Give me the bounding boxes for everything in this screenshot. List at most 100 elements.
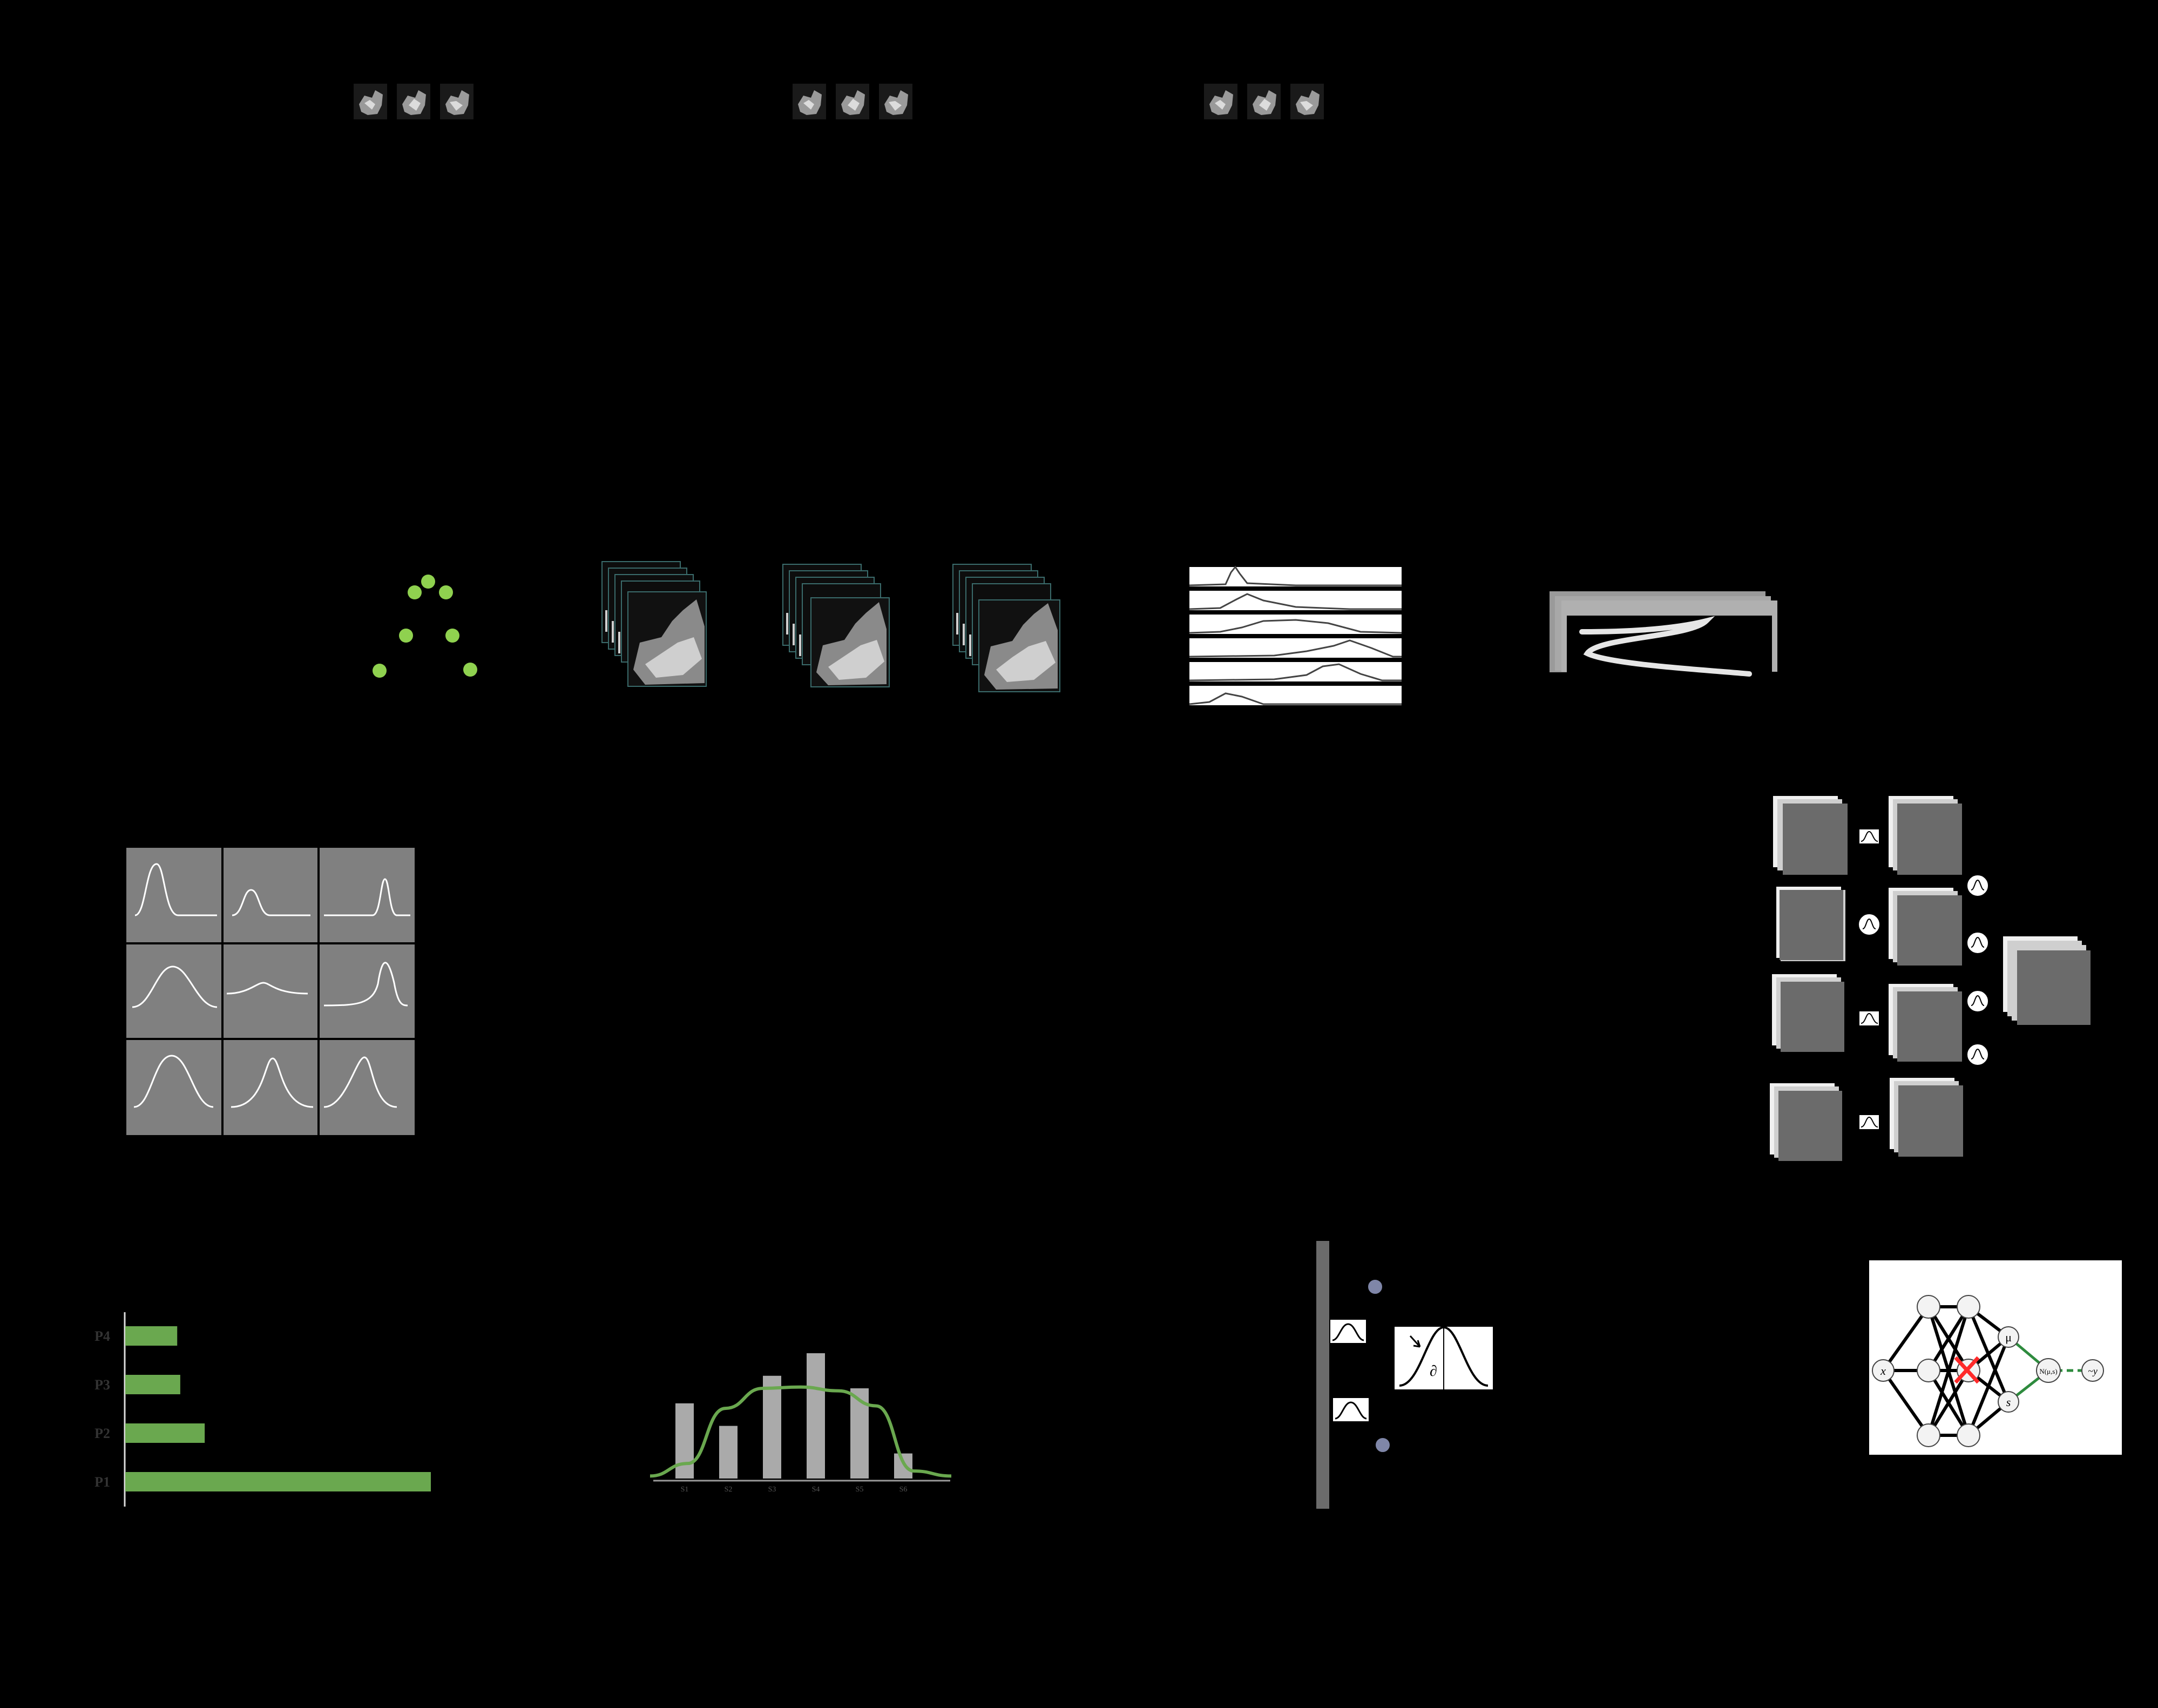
image-stack-1 xyxy=(601,561,707,687)
histogram-strip xyxy=(1189,638,1402,658)
image-thumbnail xyxy=(879,84,912,119)
thumbnail-group-1 xyxy=(354,84,473,119)
image-thumbnail xyxy=(1204,84,1237,119)
activation-node xyxy=(1966,1043,1989,1066)
bnn-node xyxy=(1957,1423,1980,1447)
histogram-strip xyxy=(1189,567,1402,586)
vbar-tick-label: S1 xyxy=(681,1486,689,1494)
curve-planes xyxy=(1550,591,1777,677)
vertical-rail xyxy=(1316,1241,1329,1509)
hbar-tick-label: P4 xyxy=(94,1328,110,1344)
graph-node xyxy=(463,663,477,677)
distribution-curve xyxy=(231,1057,314,1108)
distribution-curve xyxy=(324,878,410,916)
green-dot-graph xyxy=(373,575,477,678)
vbar-s1 xyxy=(675,1403,694,1479)
vbar-tick-label: S3 xyxy=(768,1486,776,1494)
vbar-tick-label: S6 xyxy=(899,1486,908,1494)
distribution-curve xyxy=(323,962,408,1007)
ion-dot xyxy=(1367,1279,1383,1295)
s-node-label: s xyxy=(2006,1395,2011,1409)
hbar-p2 xyxy=(125,1423,205,1443)
ion-dot xyxy=(1375,1437,1391,1453)
image-thumbnail xyxy=(354,84,387,119)
bnn-node xyxy=(1917,1359,1940,1382)
mass-spec-panel: ∂ xyxy=(1316,1241,1494,1509)
graph-node xyxy=(439,585,453,599)
graph-node xyxy=(421,575,435,589)
histogram-strips xyxy=(1189,565,1402,705)
distribution-curve xyxy=(323,1056,397,1108)
distribution-curve xyxy=(133,1055,214,1108)
image-thumbnail xyxy=(440,84,473,119)
vbar-s6 xyxy=(894,1453,912,1479)
bnn-node xyxy=(1998,1326,2019,1348)
graph-node xyxy=(399,629,413,643)
output-feature-map-stack xyxy=(2003,936,2091,1025)
kernel-box xyxy=(1858,828,1880,845)
feature-map-stack xyxy=(1890,1078,1963,1157)
image-thumbnail xyxy=(1290,84,1324,119)
dropout-cross-icon xyxy=(1954,1356,1980,1384)
mini-gaussian-box xyxy=(1332,1397,1370,1422)
thumbnail-group-3 xyxy=(1204,84,1324,119)
bnn-panel: x μ s N(μ,s) ~y xyxy=(1869,1260,2122,1455)
vbar-tick-label: S5 xyxy=(856,1486,864,1494)
feature-map-stack xyxy=(1772,974,1844,1052)
image-thumbnail xyxy=(836,84,869,119)
bnn-node xyxy=(1872,1359,1895,1382)
hbar-tick-label: P1 xyxy=(94,1474,110,1490)
bnn-node xyxy=(2081,1359,2104,1382)
image-thumbnail xyxy=(1247,84,1281,119)
feature-map-stack xyxy=(1770,1083,1842,1161)
delta-label: ∂ xyxy=(1430,1363,1437,1380)
feature-map-stack xyxy=(1776,887,1845,961)
vbar-chart: S1 S2 S3 S4 S5 S6 xyxy=(650,1353,952,1494)
vbar-tick-label: S2 xyxy=(725,1486,733,1494)
histogram-strip xyxy=(1189,662,1402,681)
feature-map-stack xyxy=(1889,984,1962,1062)
thumbnail-group-2 xyxy=(793,84,912,119)
hbar-p4 xyxy=(125,1326,178,1346)
kernel-box xyxy=(1858,1010,1880,1027)
graph-node xyxy=(373,664,387,678)
feature-map-stack xyxy=(1889,888,1962,966)
image-stack-3 xyxy=(952,564,1060,692)
activation-node xyxy=(1858,913,1880,936)
hbar-tick-label: P3 xyxy=(94,1377,110,1393)
distribution-curve xyxy=(232,889,310,916)
activation-node xyxy=(1966,990,1989,1012)
graph-node xyxy=(408,585,422,599)
image-thumbnail xyxy=(793,84,826,119)
distribution-curve xyxy=(134,863,217,916)
hbar-p3 xyxy=(125,1375,180,1394)
vbar-s3 xyxy=(763,1375,781,1479)
mu-node-label: μ xyxy=(2005,1331,2012,1344)
feature-map-stack xyxy=(1773,796,1848,875)
bnn-node xyxy=(2036,1358,2061,1383)
vbar-s4 xyxy=(807,1353,825,1479)
layer-network-diagram xyxy=(1770,796,2091,1161)
image-thumbnail xyxy=(397,84,430,119)
vbar-tick-label: S4 xyxy=(812,1486,820,1494)
feature-map-stack xyxy=(1889,796,1962,875)
bnn-node xyxy=(1917,1295,1940,1319)
activation-node xyxy=(1966,931,1989,954)
output-node-label: ~y xyxy=(2088,1366,2098,1376)
hbar-p1 xyxy=(125,1472,431,1491)
input-node-label: x xyxy=(1880,1364,1886,1378)
image-stack-2 xyxy=(782,564,890,687)
activation-node xyxy=(1966,874,1989,897)
graph-node xyxy=(445,629,459,643)
kernel-box xyxy=(1858,1114,1880,1130)
histogram-strip xyxy=(1189,686,1402,705)
bnn-node xyxy=(1957,1295,1980,1319)
distribution-grid xyxy=(126,848,415,1135)
bnn-node xyxy=(1998,1391,2019,1413)
hbar-tick-label: P2 xyxy=(94,1426,110,1441)
distribution-curve xyxy=(132,966,218,1008)
normal-node-label: N(μ,s) xyxy=(2039,1367,2057,1375)
distribution-curve xyxy=(226,982,308,995)
